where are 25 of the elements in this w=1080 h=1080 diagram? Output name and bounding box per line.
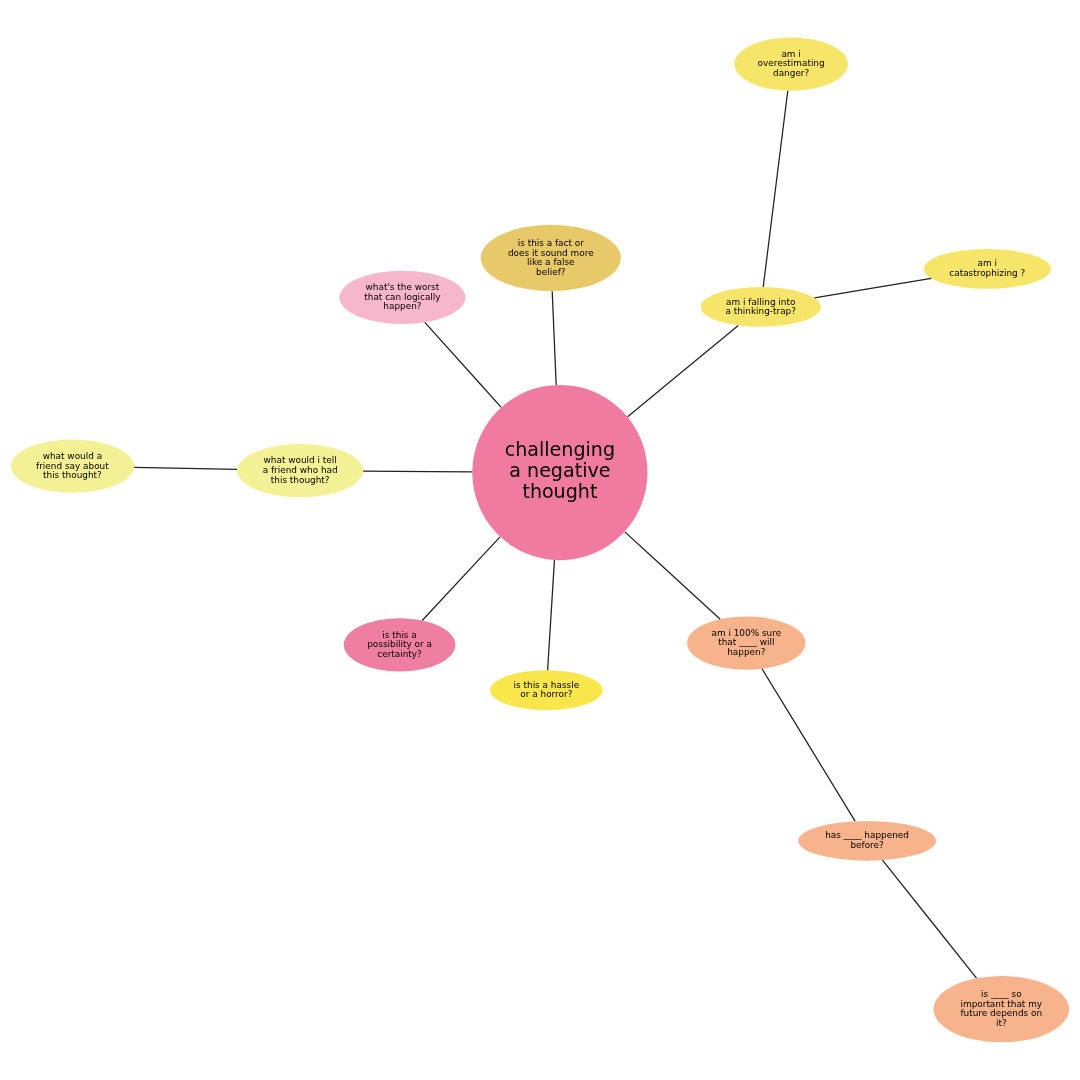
connector — [627, 324, 739, 418]
node-ellipse: am i overestimating danger? — [734, 37, 848, 91]
connector — [421, 536, 501, 622]
node-ellipse: is this a fact or does it sound more like a false belief? — [480, 224, 621, 292]
node-ellipse: am i falling into a thinking-trap? — [700, 287, 821, 327]
connector — [762, 90, 789, 288]
connector — [813, 277, 932, 299]
connector — [424, 321, 502, 408]
node-ellipse: is this a possibility or a certainty? — [343, 618, 456, 672]
connector — [881, 859, 978, 979]
node-ellipse: what would a friend say about this thought? — [10, 439, 134, 493]
node-circle: challenging a negative thought — [472, 384, 648, 561]
node-ellipse: has ____ happened before? — [798, 820, 936, 861]
node-ellipse: is this a hassle or a horror? — [490, 670, 603, 711]
connector — [761, 668, 856, 822]
connector — [362, 470, 473, 473]
connector — [551, 290, 557, 386]
node-ellipse: am i catastrophizing ? — [923, 249, 1051, 289]
connector — [624, 531, 721, 620]
connector — [133, 466, 238, 470]
node-ellipse: what would i tell a friend who had this thought? — [237, 443, 364, 498]
node-ellipse: what's the worst that can logically happen? — [339, 270, 466, 325]
node-ellipse: is ____ so important that my future depends on it? — [933, 976, 1070, 1043]
node-ellipse: am i 100% sure that ____ will happen? — [687, 616, 806, 670]
connector — [546, 559, 556, 671]
